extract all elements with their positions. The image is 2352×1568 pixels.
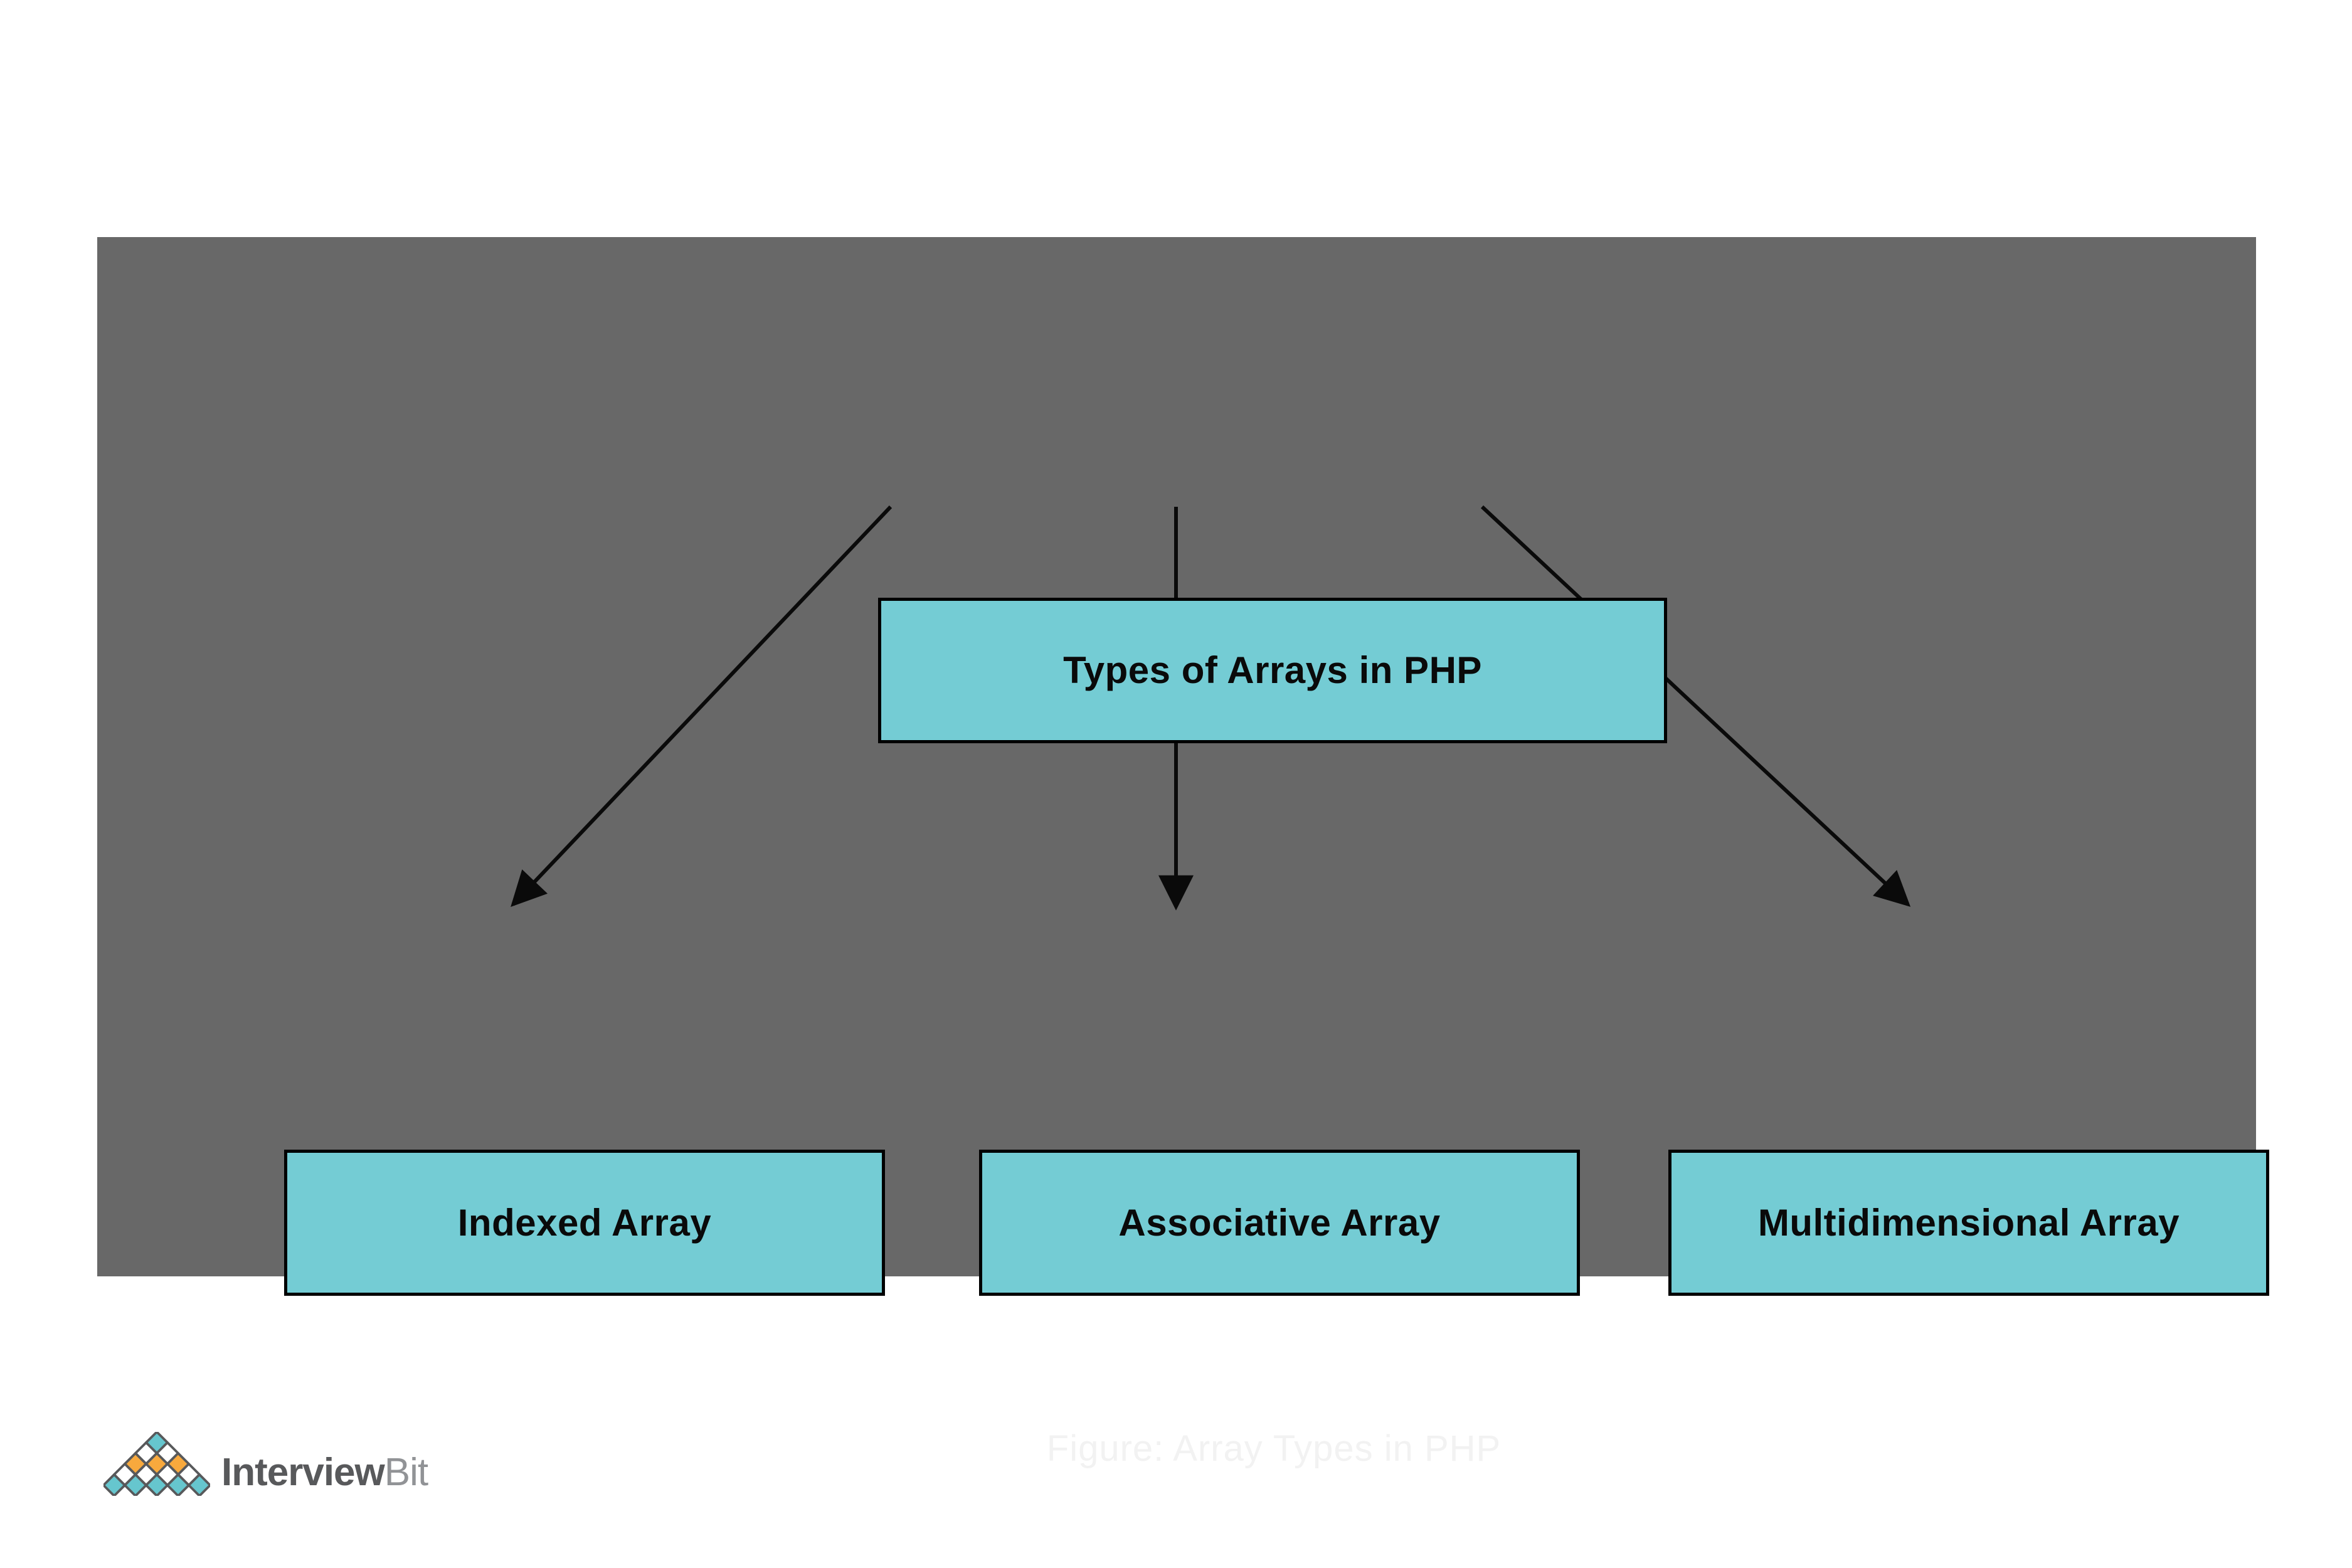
interviewbit-wordmark: InterviewBit: [221, 1453, 428, 1492]
logo-text-bit: Bit: [384, 1451, 428, 1494]
node-multidimensional-array: Multidimensional Array: [1668, 1150, 2269, 1296]
logo-text-interview: Interview: [221, 1451, 385, 1494]
node-indexed-array: Indexed Array: [284, 1150, 885, 1296]
interviewbit-pyramid-icon: [103, 1432, 210, 1496]
figure-caption: Figure: Array Types in PHP: [1046, 1428, 1502, 1469]
node-associative-array: Associative Array: [979, 1150, 1580, 1296]
arrow-root-to-indexed: [511, 505, 893, 908]
diagram-panel: Types of Arrays in PHP Indexed Array Ass…: [97, 237, 2269, 1469]
node-types-of-arrays: Types of Arrays in PHP: [878, 598, 1667, 743]
interviewbit-logo: InterviewBit: [103, 1432, 428, 1496]
